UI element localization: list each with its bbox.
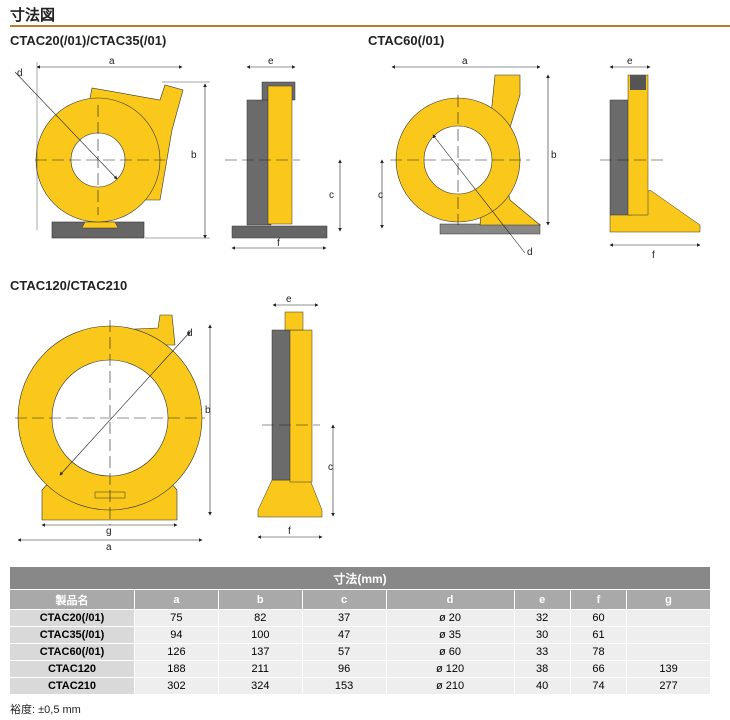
section-title-ctac120-210: CTAC120/CTAC210	[10, 278, 128, 293]
col-header: e	[514, 590, 570, 609]
dim-label-c: c	[378, 190, 383, 201]
value-cell: 302	[135, 678, 218, 694]
value-cell: 74	[570, 678, 627, 694]
dim-label-f: f	[652, 250, 655, 261]
value-cell	[627, 627, 710, 643]
value-cell: 137	[218, 644, 302, 660]
product-name-cell: CTAC120	[10, 661, 134, 677]
value-cell: 40	[514, 678, 570, 694]
dim-label-f: f	[288, 526, 291, 537]
dim-label-d: d	[527, 247, 533, 258]
value-cell: ø 60	[386, 644, 514, 660]
ctac20-side-view: e c f	[225, 56, 342, 250]
value-cell: ø 20	[386, 610, 514, 626]
dim-label-d: d	[187, 328, 193, 339]
dim-label-g: g	[106, 526, 112, 537]
product-name-cell: CTAC210	[10, 678, 134, 694]
value-cell: 38	[514, 661, 570, 677]
ctac60-side-view: e f	[600, 56, 701, 261]
value-cell	[627, 644, 710, 660]
dim-label-a: a	[109, 56, 115, 67]
section-title-ctac20-35: CTAC20(/01)/CTAC35(/01)	[10, 33, 167, 48]
value-cell: 277	[627, 678, 710, 694]
ctac120-side-view: e c f	[257, 294, 335, 539]
dim-label-e: e	[268, 56, 274, 67]
value-cell: 139	[627, 661, 710, 677]
value-cell: 96	[302, 661, 386, 677]
dim-label-f: f	[277, 238, 280, 249]
value-cell: 30	[514, 627, 570, 643]
dim-label-d: d	[17, 68, 23, 79]
value-cell: 126	[135, 644, 218, 660]
ctac60-front-view: a b c d	[378, 56, 557, 258]
value-cell: 37	[302, 610, 386, 626]
dim-label-b: b	[205, 405, 211, 416]
value-cell	[627, 610, 710, 626]
value-cell: 94	[135, 627, 218, 643]
product-name-cell: CTAC20(/01)	[10, 610, 134, 626]
value-cell: 47	[302, 627, 386, 643]
value-cell: 75	[135, 610, 218, 626]
col-header: b	[218, 590, 302, 609]
value-cell: 78	[570, 644, 627, 660]
value-cell: 61	[570, 627, 627, 643]
col-header: c	[302, 590, 386, 609]
table-header-row: 製品名 a b c d e f g	[10, 590, 710, 609]
dim-label-a: a	[462, 56, 468, 67]
dim-label-a: a	[106, 542, 112, 553]
dim-label-b: b	[551, 150, 557, 161]
value-cell: ø 210	[386, 678, 514, 694]
product-name-cell: CTAC35(/01)	[10, 627, 134, 643]
dim-label-e: e	[627, 56, 633, 67]
dim-label-c: c	[329, 190, 334, 201]
dim-label-c: c	[328, 462, 333, 473]
col-header: d	[386, 590, 514, 609]
ctac20-front-view: a d b	[14, 56, 210, 239]
value-cell: 188	[135, 661, 218, 677]
tolerance-note: 裕度: ±0,5 mm	[10, 704, 81, 716]
col-header: f	[570, 590, 627, 609]
col-header: a	[135, 590, 218, 609]
value-cell: 32	[514, 610, 570, 626]
col-header: 製品名	[10, 590, 134, 609]
page-title: 寸法図	[10, 7, 56, 24]
section-title-ctac60: CTAC60(/01)	[368, 33, 445, 48]
value-cell: 100	[218, 627, 302, 643]
title-divider	[10, 25, 730, 27]
table-caption: 寸法(mm)	[10, 567, 710, 589]
value-cell: 66	[570, 661, 627, 677]
value-cell: ø 120	[386, 661, 514, 677]
ctac120-front-view: d g a b	[15, 314, 212, 553]
col-header: g	[627, 590, 710, 609]
value-cell: 153	[302, 678, 386, 694]
value-cell: 211	[218, 661, 302, 677]
value-cell: 324	[218, 678, 302, 694]
value-cell: ø 35	[386, 627, 514, 643]
value-cell: 33	[514, 644, 570, 660]
dim-label-e: e	[286, 294, 292, 305]
value-cell: 82	[218, 610, 302, 626]
dimension-drawings: a d b e c f a b c d e f d g a b	[14, 56, 701, 553]
value-cell: 57	[302, 644, 386, 660]
dim-label-b: b	[191, 150, 197, 161]
value-cell: 60	[570, 610, 627, 626]
product-name-cell: CTAC60(/01)	[10, 644, 134, 660]
